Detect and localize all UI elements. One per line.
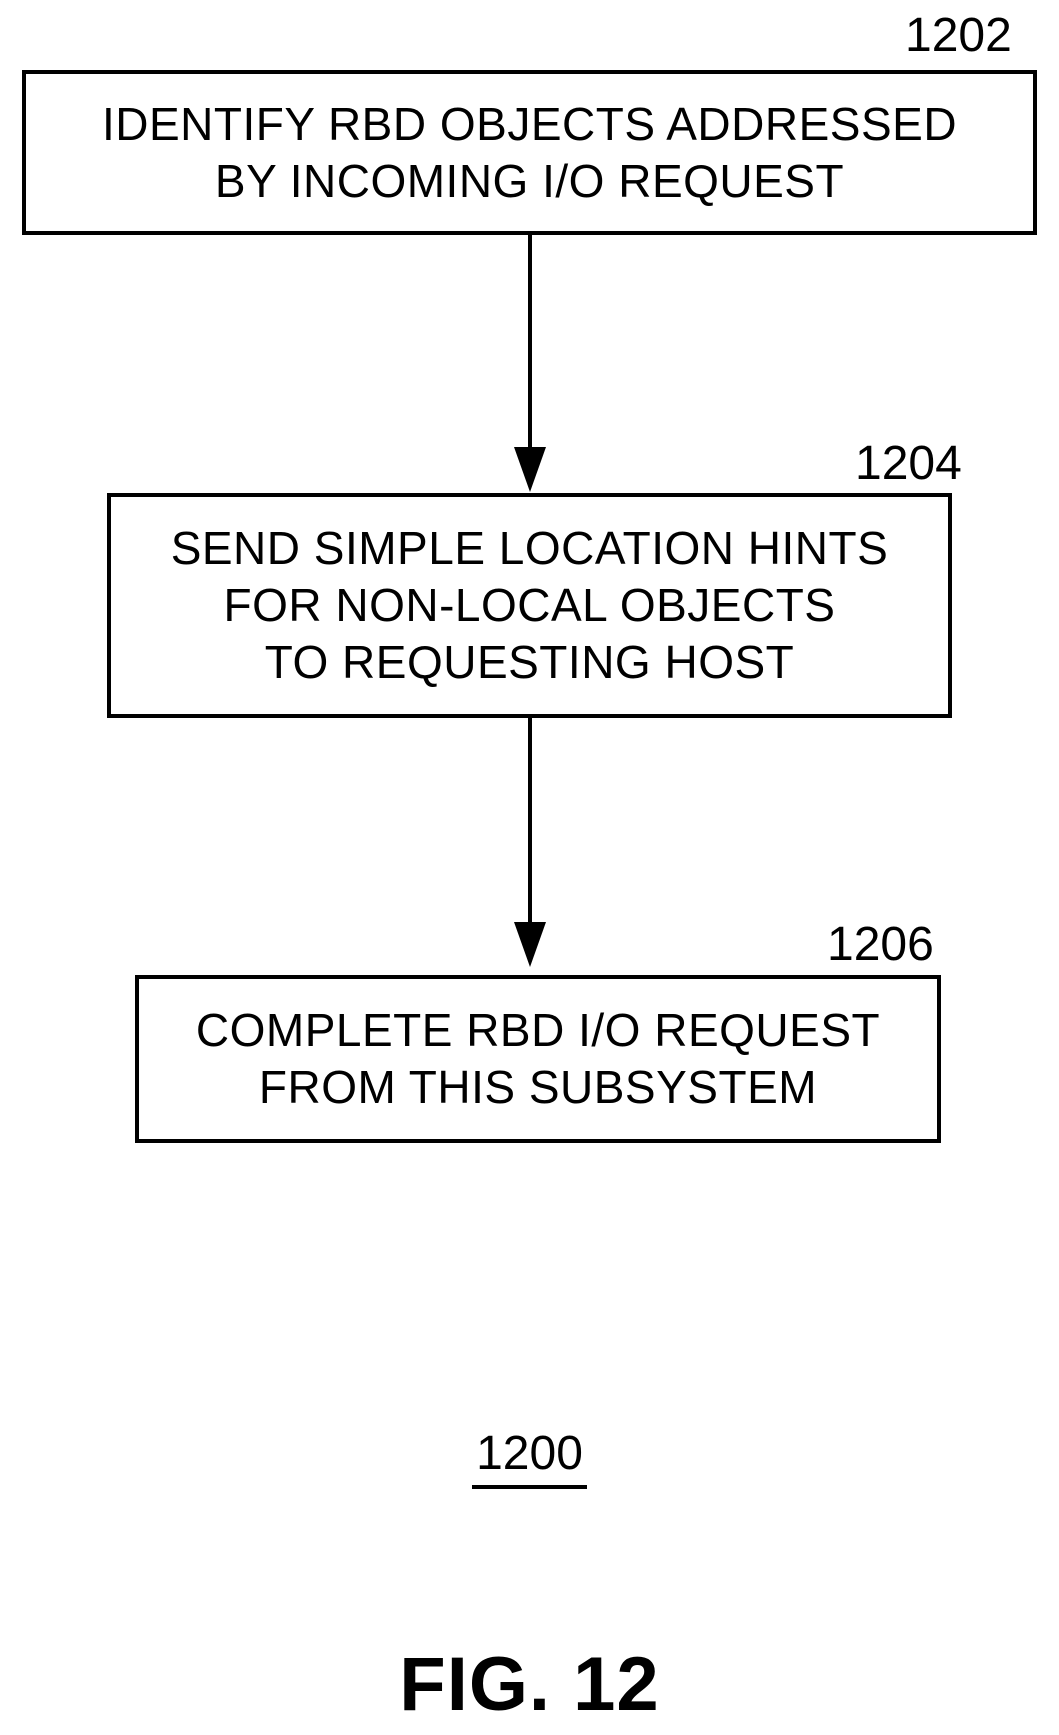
flow-step-identify-rbd-objects: IDENTIFY RBD OBJECTS ADDRESSED BY INCOMI… (22, 70, 1037, 235)
arrow-shaft (528, 235, 532, 447)
flow-step-text-line: COMPLETE RBD I/O REQUEST (195, 1004, 881, 1056)
flow-step-complete-rbd-io-request: COMPLETE RBD I/O REQUEST FROM THIS SUBSY… (135, 975, 941, 1143)
flow-step-text-line: BY INCOMING I/O REQUEST (214, 154, 845, 207)
flow-arrow-1202-to-1204 (513, 235, 547, 492)
diagram-ref-1200: 1200 (472, 1430, 587, 1489)
flow-arrow-1204-to-1206 (513, 718, 547, 967)
ref-label-1202: 1202 (905, 9, 1012, 62)
diagram-ref-1200-container: 1200 (0, 1430, 1059, 1489)
arrowhead-down-icon (514, 922, 546, 967)
flow-step-send-location-hints: SEND SIMPLE LOCATION HINTS FOR NON-LOCAL… (107, 493, 952, 718)
flow-step-text-line: SEND SIMPLE LOCATION HINTS (170, 522, 889, 574)
arrow-shaft (528, 718, 532, 922)
flow-step-text-line: IDENTIFY RBD OBJECTS ADDRESSED (101, 97, 958, 150)
flow-step-text-line: TO REQUESTING HOST (264, 636, 795, 688)
ref-label-1204: 1204 (855, 437, 962, 490)
ref-label-1206: 1206 (827, 918, 934, 971)
flow-step-text-line: FOR NON-LOCAL OBJECTS (223, 579, 836, 631)
flow-step-text-line: FROM THIS SUBSYSTEM (258, 1061, 818, 1113)
arrowhead-down-icon (514, 447, 546, 492)
figure-caption: FIG. 12 (399, 1642, 660, 1727)
